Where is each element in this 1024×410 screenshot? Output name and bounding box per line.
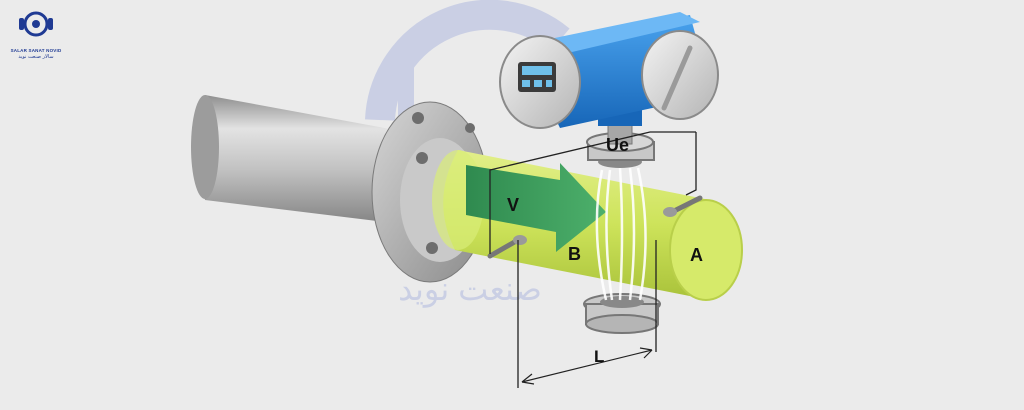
lower-field-coil xyxy=(583,293,661,334)
measurement-lines xyxy=(489,131,697,388)
magnetic-field-label: B xyxy=(568,244,581,264)
logo-mark-icon xyxy=(19,11,53,37)
electrode-left-icon xyxy=(513,235,527,245)
logo-brand-name: SALAR SANAT NOVID xyxy=(10,48,62,53)
logo-brand-name-fa: سالار صنعت نوید xyxy=(18,54,54,60)
flow-direction-arrow xyxy=(466,163,606,252)
area-label: A xyxy=(690,245,703,265)
electrodes xyxy=(487,195,703,259)
brand-logo: SALAR SANAT NOVID سالار صنعت نوید xyxy=(8,6,64,66)
length-label: L xyxy=(594,347,604,366)
flange-bolt-hole-icon xyxy=(412,112,424,124)
velocity-label: V xyxy=(507,195,519,215)
electrode-right-icon xyxy=(663,207,677,217)
magnetic-field-lines xyxy=(595,167,647,301)
induced-voltage-label: Ue xyxy=(606,135,629,155)
flange-bolt-hole-icon xyxy=(426,242,438,254)
flange-bolt-hole-icon xyxy=(465,123,475,133)
flange-bolt-hole-icon xyxy=(416,152,428,164)
fluid-cross-section xyxy=(669,199,743,301)
transmitter-housing xyxy=(499,12,719,129)
